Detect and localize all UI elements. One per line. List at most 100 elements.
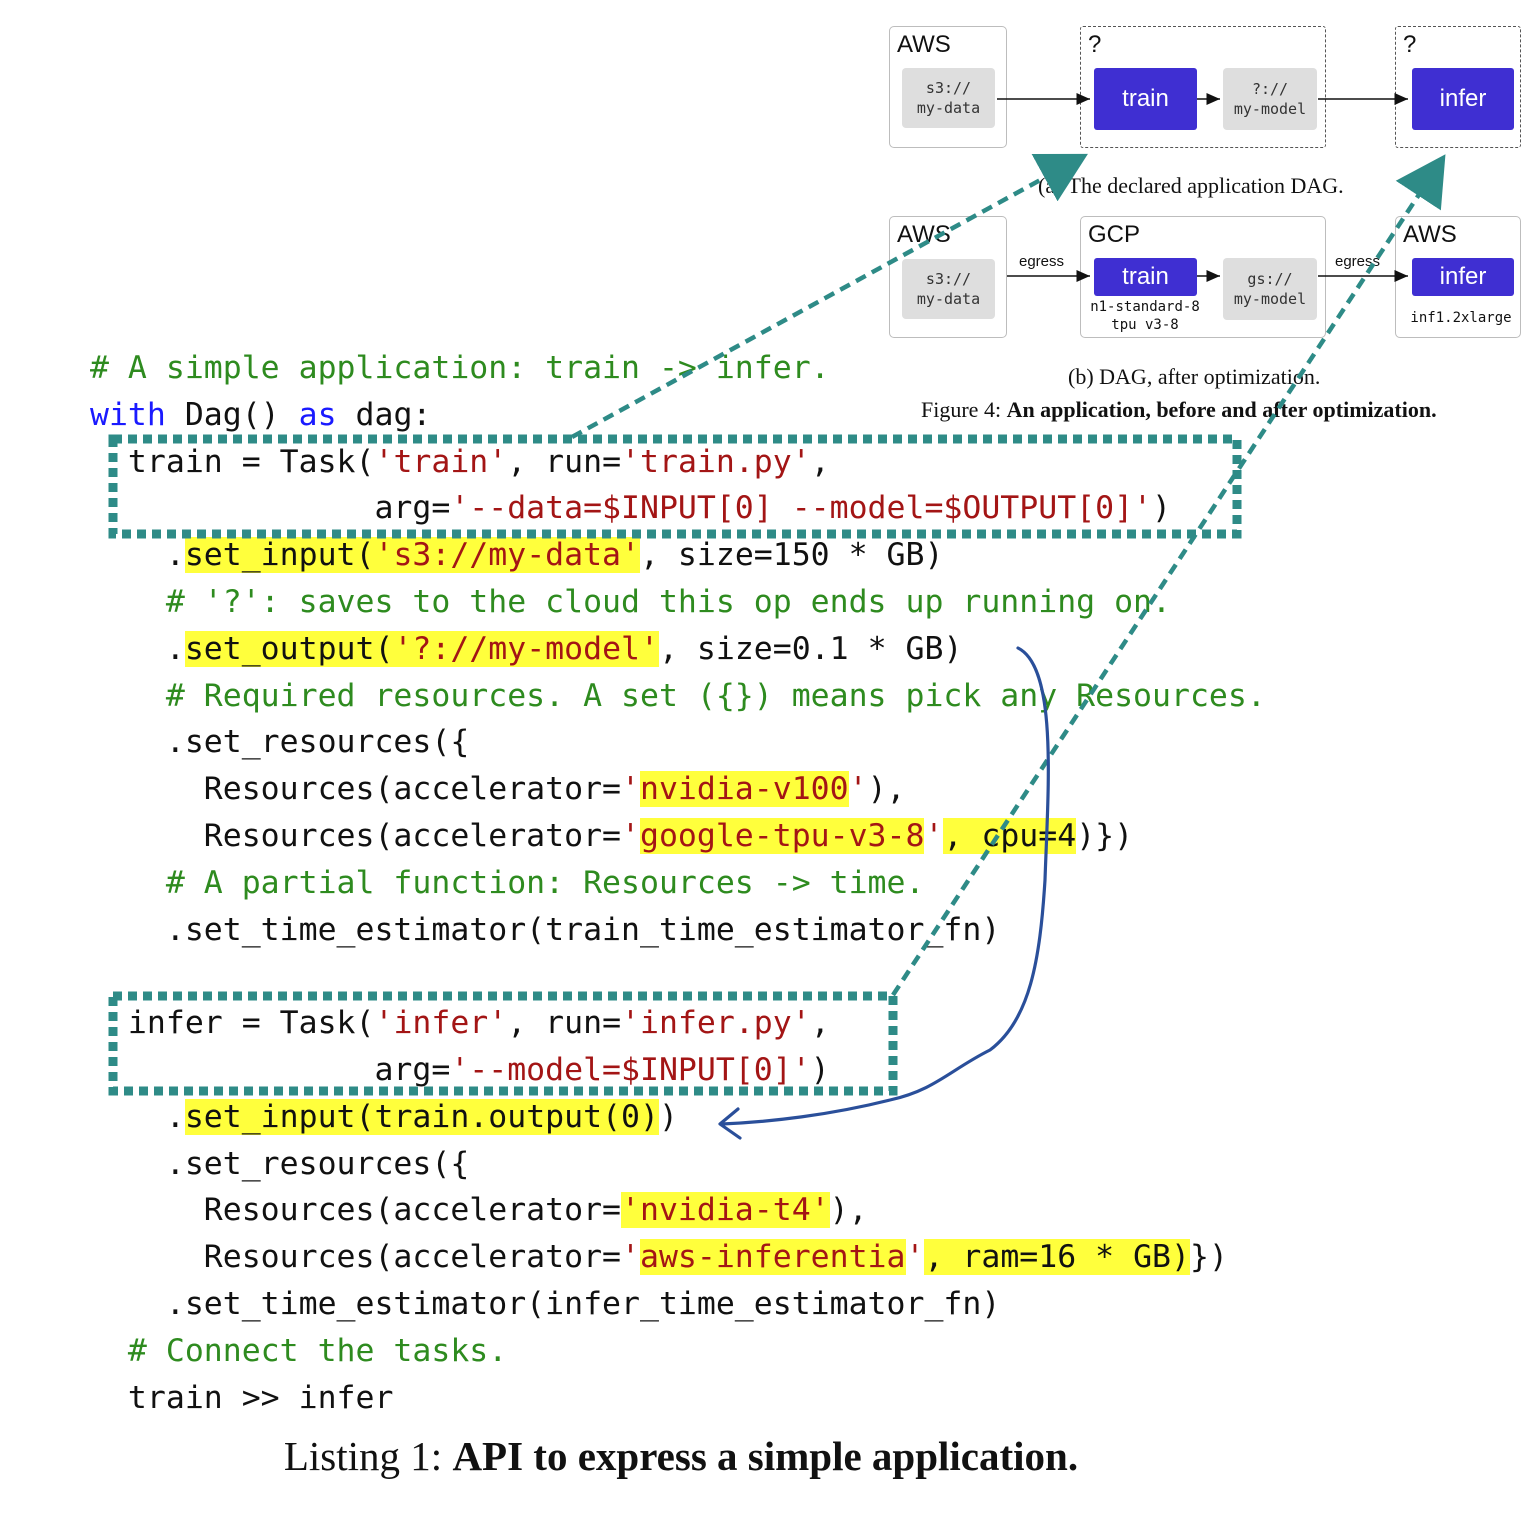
code-line: Resources(accelerator='google-tpu-v3-8',… — [90, 813, 1266, 860]
code-line: # '?': saves to the cloud this op ends u… — [90, 579, 1266, 626]
code-line: arg='--model=$INPUT[0]') — [90, 1047, 1266, 1094]
code-token: ' — [905, 1239, 925, 1276]
storage-s3-my-data: s3://my-data — [902, 259, 995, 319]
code-token: , size=150 * GB) — [640, 537, 944, 574]
train-instance-type: n1-standard-8 tpu v3-8 — [1090, 299, 1200, 333]
code-token: as — [298, 396, 337, 433]
code-token: .set_time_estimator(infer_time_estimator… — [90, 1285, 1001, 1322]
code-token: nvidia-v100 — [639, 771, 849, 808]
code-token: 'infer' — [374, 1005, 508, 1042]
code-token: aws-inferentia — [639, 1239, 906, 1276]
code-line: .set_time_estimator(infer_time_estimator… — [90, 1281, 1266, 1328]
region-label: AWS — [897, 31, 951, 58]
code-token: Dag() — [165, 396, 299, 433]
code-token: '--model=$INPUT[0]' — [450, 1051, 811, 1088]
code-token: ' — [621, 771, 640, 808]
egress-label: egress — [1019, 253, 1065, 270]
code-token: }) — [1189, 1239, 1228, 1276]
region-label: GCP — [1088, 221, 1141, 248]
code-token: # '?': saves to the cloud this op ends u… — [90, 583, 1171, 620]
code-token: , — [810, 1005, 830, 1042]
code-token: # A partial function: Resources -> time. — [90, 864, 925, 901]
code-token: )}) — [1076, 817, 1134, 854]
infer-task-node: infer — [1412, 258, 1514, 296]
code-line: .set_output('?://my-model', size=0.1 * G… — [90, 626, 1266, 673]
code-token: ' — [621, 1239, 640, 1276]
code-line: Resources(accelerator='nvidia-t4'), — [90, 1187, 1266, 1234]
code-token: infer = Task( — [90, 1005, 375, 1042]
code-token: , run= — [507, 443, 622, 480]
code-line: .set_input(train.output(0)) — [90, 1094, 1266, 1141]
code-line: train >> infer — [90, 1375, 1266, 1422]
code-token: dag: — [336, 396, 432, 433]
code-token: 's3://my-data' — [374, 537, 640, 574]
code-token: ) — [658, 1098, 678, 1135]
train-task-node: train — [1094, 258, 1197, 296]
code-token: '?://my-model' — [393, 630, 659, 667]
code-token: Resources(accelerator= — [90, 771, 622, 808]
code-token: ), — [867, 771, 906, 808]
listing-caption: Listing 1: API to express a simple appli… — [283, 1433, 1079, 1479]
code-line: .set_resources({ — [90, 719, 1266, 766]
code-token: arg= — [90, 490, 451, 527]
code-token: ), — [829, 1192, 868, 1229]
code-line — [90, 953, 1266, 1000]
code-token: Resources(accelerator= — [90, 1239, 622, 1276]
code-token: ' — [621, 817, 640, 854]
code-token: . — [90, 630, 185, 667]
code-line: # Connect the tasks. — [90, 1328, 1266, 1375]
code-token: . — [90, 537, 185, 574]
code-token: , — [810, 443, 830, 480]
region-label: AWS — [897, 221, 951, 248]
code-token: Resources(accelerator= — [90, 817, 622, 854]
subfigure-caption-a: (a) The declared application DAG. — [1038, 173, 1344, 198]
code-token: .set_resources({ — [90, 1145, 470, 1182]
code-listing: # A simple application: train -> infer. w… — [90, 345, 1266, 1421]
region-label: ? — [1403, 31, 1417, 58]
code-token: google-tpu-v3-8 — [639, 817, 925, 854]
code-token: set_output( — [184, 630, 394, 667]
code-line: arg='--data=$INPUT[0] --model=$OUTPUT[0]… — [90, 485, 1266, 532]
code-line: .set_resources({ — [90, 1141, 1266, 1188]
code-line: # A simple application: train -> infer. — [90, 345, 1266, 392]
code-token: set_input( — [184, 537, 375, 574]
code-token: 'infer.py' — [621, 1005, 811, 1042]
code-token: , ram=16 * GB) — [924, 1239, 1190, 1276]
code-token: , cpu=4 — [943, 817, 1077, 854]
code-token: ' — [924, 817, 944, 854]
code-token: 'train.py' — [621, 443, 811, 480]
infer-task-node: infer — [1412, 68, 1514, 130]
code-line: Resources(accelerator='nvidia-v100'), — [90, 766, 1266, 813]
code-token: '--data=$INPUT[0] --model=$OUTPUT[0]' — [450, 490, 1153, 527]
code-token: with — [90, 396, 166, 433]
code-line: infer = Task('infer', run='infer.py', — [90, 1000, 1266, 1047]
code-line: # Required resources. A set ({}) means p… — [90, 673, 1266, 720]
storage-unknown-my-model: ?://my-model — [1223, 68, 1317, 130]
infer-instance-type: inf1.2xlarge — [1410, 310, 1512, 326]
code-token: arg= — [90, 1051, 451, 1088]
code-token: train >> infer — [90, 1379, 394, 1416]
code-token: .set_time_estimator(train_time_estimator… — [90, 911, 1001, 948]
code-line: Resources(accelerator='aws-inferentia', … — [90, 1234, 1266, 1281]
code-token: set_input(train.output(0) — [184, 1098, 659, 1135]
code-token: , size=0.1 * GB) — [658, 630, 963, 667]
region-label: AWS — [1403, 221, 1457, 248]
code-token: ' — [848, 771, 868, 808]
region-label: ? — [1088, 31, 1102, 58]
code-token: # Required resources. A set ({}) means p… — [90, 677, 1266, 714]
code-token: ) — [810, 1051, 830, 1088]
code-token: 'nvidia-t4' — [621, 1192, 830, 1229]
code-line: with Dag() as dag: — [90, 392, 1266, 439]
code-line: .set_time_estimator(train_time_estimator… — [90, 907, 1266, 954]
code-token: ) — [1152, 490, 1171, 527]
egress-label: egress — [1335, 253, 1381, 270]
code-line: .set_input('s3://my-data', size=150 * GB… — [90, 532, 1266, 579]
code-token: # A simple application: train -> infer. — [90, 350, 830, 386]
code-token: , run= — [507, 1005, 622, 1042]
code-line: train = Task('train', run='train.py', — [90, 439, 1266, 486]
code-token: 'train' — [374, 443, 508, 480]
train-task-node: train — [1094, 68, 1197, 130]
code-token: train = Task( — [90, 443, 375, 480]
code-token: Resources(accelerator= — [90, 1192, 622, 1229]
code-token: # Connect the tasks. — [90, 1332, 508, 1369]
